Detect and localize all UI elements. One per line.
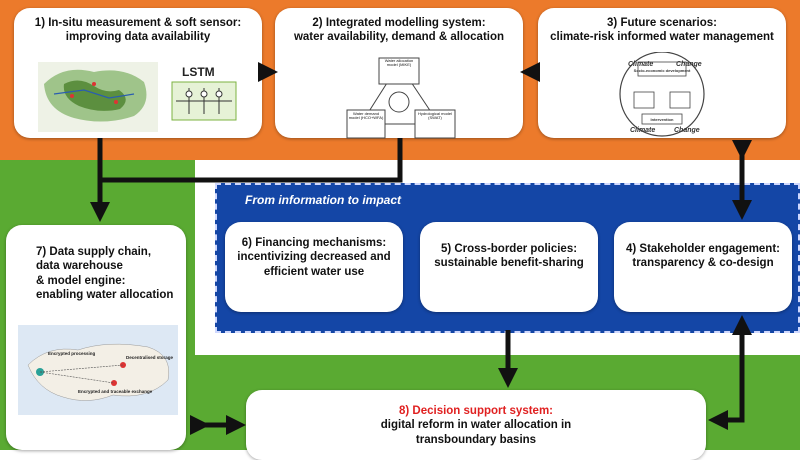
box-cross-border-policies: 5) Cross-border policies: sustainable be… <box>420 222 598 312</box>
box2-subtitle: water availability, demand & allocation <box>293 31 505 44</box>
box-future-scenarios: 3) Future scenarios: climate-risk inform… <box>538 8 786 138</box>
box-integrated-modelling: 2) Integrated modelling system: water av… <box>275 8 523 139</box>
socio-economic-label: Socio-economic development <box>634 68 691 73</box>
box-in-situ-measurement: 1) In-situ measurement & soft sensor: im… <box>14 8 262 138</box>
box6-title: 6) Financing mechanisms: <box>241 237 387 249</box>
box3-title: 3) Future scenarios: <box>607 17 717 29</box>
box8-line2: digital reform in water allocation in <box>380 419 572 432</box>
lstm-label: LSTM <box>182 65 215 79</box>
box5-title: 5) Cross-border policies: <box>440 243 578 255</box>
connector-1-2-bottom <box>97 138 403 183</box>
climate-label-bottom: Climate <box>630 127 655 134</box>
water-allocation-model-label: Water allocation model (MIKE) <box>384 59 414 68</box>
map-label-decentralised-storage: Decentralised storage <box>126 355 174 360</box>
box1-title: 1) In-situ measurement & soft sensor: <box>34 17 242 29</box>
box-data-supply-chain: 7) Data supply chain, data warehouse & m… <box>6 225 186 450</box>
change-label-bottom: Change <box>674 127 700 134</box>
box-financing-mechanisms: 6) Financing mechanisms: incentivizing d… <box>225 222 403 312</box>
hydrological-model-label: Hydrological model (SWAT) <box>417 112 452 121</box>
box1-figures: LSTM <box>38 62 237 132</box>
blue-panel-title: From information to impact <box>245 193 401 207</box>
climate-change-cycle-diagram: Climate Change Climate Change Socio-econ… <box>619 52 705 137</box>
box6-line3: efficient water use <box>263 265 365 278</box>
model-cycle-diagram: Water allocation model (MIKE) Water dema… <box>346 57 456 139</box>
basin-map-image <box>38 62 158 132</box>
map-label-encrypted-exchange: Encrypted and traceable exchange <box>78 389 153 394</box>
box6-line2: incentivizing decreased and <box>237 251 391 264</box>
map-label-encrypted-processing: Encrypted processing <box>48 351 96 356</box>
arrow-4-to-8 <box>708 325 745 430</box>
water-demand-model-label: Water demand model (HCO+WFA) <box>348 112 384 121</box>
lstm-diagram <box>171 81 237 121</box>
climate-label-top: Climate <box>628 61 653 68</box>
connector-arrows <box>90 62 752 435</box>
box7-line4: enabling water allocation <box>36 289 174 302</box>
box3-subtitle: climate-risk informed water management <box>550 31 774 44</box>
box4-title: 4) Stakeholder engagement: <box>625 243 780 255</box>
box7-line3: & model engine: <box>36 274 126 287</box>
europe-asia-map: Encrypted processing Decentralised stora… <box>18 325 178 415</box>
box2-title: 2) Integrated modelling system: <box>312 17 486 29</box>
storage-node-icon <box>120 362 126 368</box>
box-stakeholder-engagement: 4) Stakeholder engagement: transparency … <box>614 222 792 312</box>
box1-subtitle: improving data availability <box>65 31 211 44</box>
box-decision-support-system: 8) Decision support system: digital refo… <box>246 390 706 460</box>
intervention-label: Intervention <box>651 117 674 122</box>
box5-subtitle: sustainable benefit-sharing <box>434 257 584 270</box>
change-label-top: Change <box>676 61 702 68</box>
exchange-node-icon <box>111 380 117 386</box>
box7-line2: data warehouse <box>36 260 123 273</box>
box8-title: 8) Decision support system: <box>398 405 553 417</box>
box8-line3: transboundary basins <box>415 433 537 446</box>
box7-line1: 7) Data supply chain, <box>36 246 152 258</box>
box4-subtitle: transparency & co-design <box>632 257 774 270</box>
